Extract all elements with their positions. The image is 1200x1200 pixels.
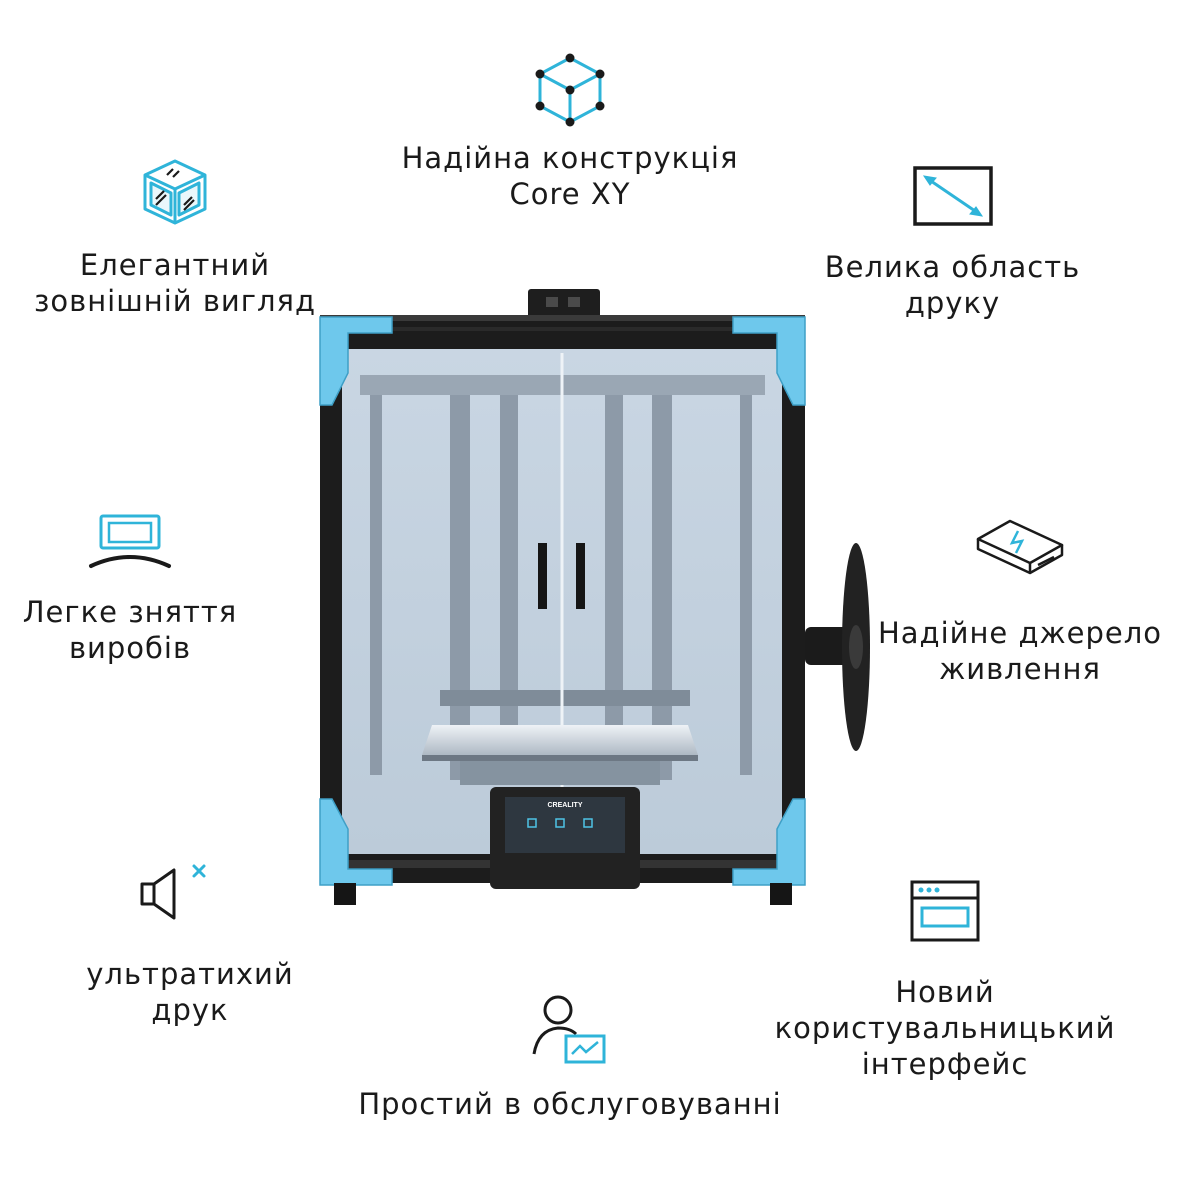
power-supply-icon bbox=[976, 519, 1064, 575]
feature-appearance: Елегантний зовнішній вигляд bbox=[15, 155, 335, 319]
network-cube-icon bbox=[535, 53, 605, 127]
feature-power: Надійне джерело живлення bbox=[870, 515, 1170, 687]
feature-label: Надійне джерело живлення bbox=[877, 616, 1163, 686]
feature-quiet: ультратихий друк bbox=[60, 860, 320, 1028]
feature-label: Велика область друку bbox=[824, 250, 1081, 320]
glass-cube-icon bbox=[143, 159, 207, 225]
feature-label: Легке зняття виробів bbox=[22, 595, 238, 665]
diagonal-arrow-frame-icon bbox=[912, 166, 993, 226]
foot-left bbox=[334, 883, 356, 905]
door-handle-left bbox=[538, 543, 547, 609]
browser-window-icon bbox=[910, 880, 980, 942]
door-handle-right bbox=[576, 543, 585, 609]
print-bed bbox=[422, 725, 698, 755]
flexible-plate-icon bbox=[89, 514, 171, 568]
feature-core-xy: Надійна конструкція Core XY bbox=[380, 50, 760, 212]
brand-logo: CREALITY bbox=[548, 802, 583, 809]
user-chart-icon bbox=[532, 995, 606, 1064]
feature-print-area: Велика область друку bbox=[790, 165, 1115, 321]
feature-label: Елегантний зовнішній вигляд bbox=[33, 248, 317, 318]
feature-removal: Легке зняття виробів bbox=[10, 510, 250, 666]
feature-maintenance: Простий в обслуговуванні bbox=[320, 990, 820, 1122]
feature-label: Новий користувальницький інтерфейс bbox=[774, 975, 1116, 1081]
corner-brackets bbox=[319, 316, 806, 886]
printer-illustration: CREALITY bbox=[319, 289, 870, 905]
feature-label: Надійна конструкція Core XY bbox=[401, 141, 739, 211]
foot-right bbox=[770, 883, 792, 905]
feature-ui: Новий користувальницький інтерфейс bbox=[770, 878, 1120, 1082]
feature-label: Простий в обслуговуванні bbox=[358, 1087, 782, 1121]
speaker-mute-icon bbox=[140, 864, 206, 920]
feature-label: ультратихий друк bbox=[86, 957, 294, 1027]
